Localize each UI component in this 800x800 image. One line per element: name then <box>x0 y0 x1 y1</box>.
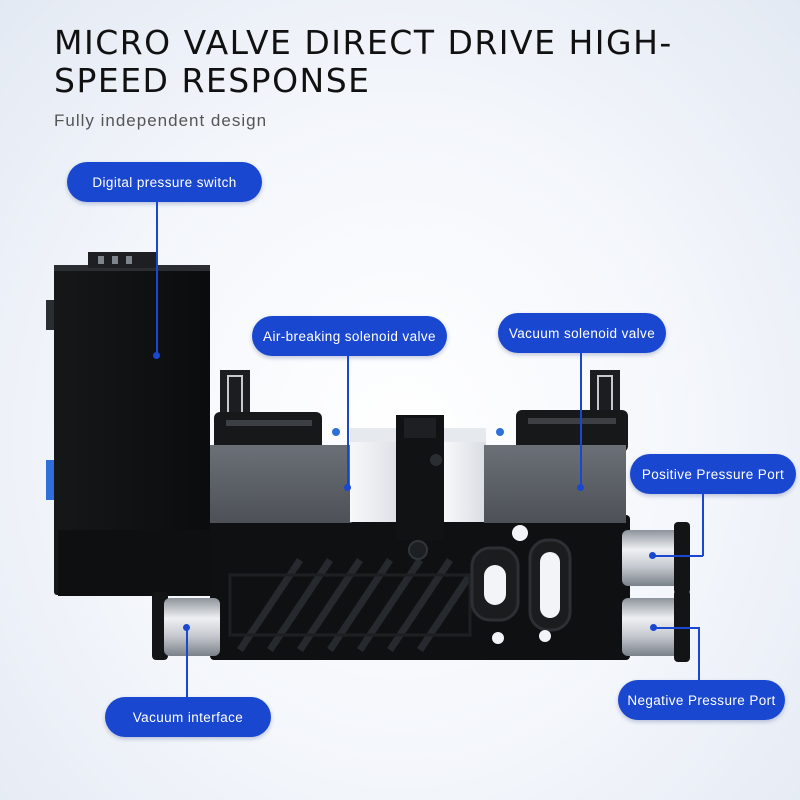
leader-dot <box>183 624 190 631</box>
right-solenoid-valve <box>444 370 628 523</box>
pressure-switch-body <box>46 252 218 596</box>
leader-line <box>702 494 704 556</box>
page-title: MICRO VALVE DIRECT DRIVE HIGH-SPEED RESP… <box>54 23 673 100</box>
vacuum-interface-fitting <box>152 592 220 660</box>
callout-vacuum-solenoid-valve: Vacuum solenoid valve <box>498 313 666 353</box>
leader-dot <box>577 484 584 491</box>
leader-dot <box>344 484 351 491</box>
leader-line <box>347 356 349 485</box>
center-connector <box>396 415 444 540</box>
leader-dot <box>649 552 656 559</box>
left-solenoid-valve <box>210 370 406 523</box>
leader-line <box>156 202 158 355</box>
page-subtitle: Fully independent design <box>54 111 268 130</box>
leader-line <box>653 555 703 557</box>
leader-line <box>655 627 699 629</box>
callout-air-breaking-solenoid-valve: Air-breaking solenoid valve <box>252 316 447 356</box>
callout-positive-pressure-port: Positive Pressure Port <box>630 454 796 494</box>
callout-digital-pressure-switch: Digital pressure switch <box>67 162 262 202</box>
leader-line <box>186 630 188 697</box>
callout-vacuum-interface: Vacuum interface <box>105 697 271 737</box>
leader-dot <box>650 624 657 631</box>
manifold-body <box>210 515 630 660</box>
positive-pressure-fitting <box>622 522 690 594</box>
leader-line <box>698 627 700 680</box>
leader-dot <box>153 352 160 359</box>
callout-negative-pressure-port: Negative Pressure Port <box>618 680 785 720</box>
leader-line <box>580 353 582 486</box>
